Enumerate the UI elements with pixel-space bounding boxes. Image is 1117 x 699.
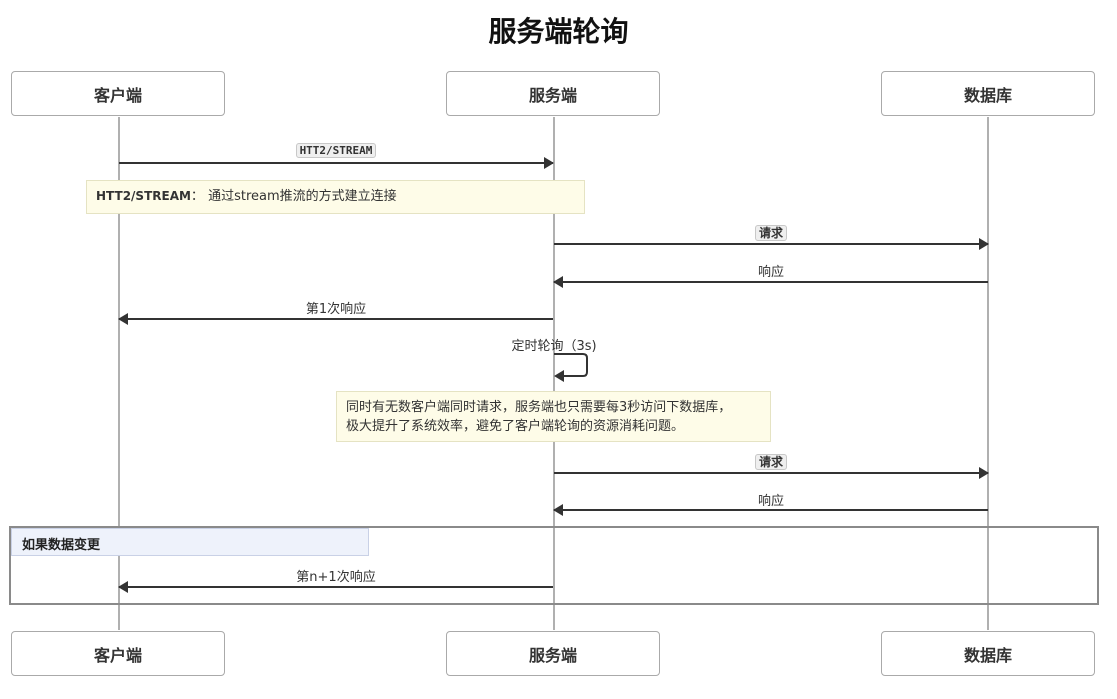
message-label-8: 第n+1次响应 (296, 570, 376, 585)
message-label-3: 响应 (757, 265, 784, 280)
condition-group-label: 如果数据变更 (11, 528, 369, 556)
note-efficiency-line-1: 同时有无数客户端同时请求，服务端也只需要每3秒访问下数据库， (346, 400, 732, 415)
actor-database-top: 数据库 (881, 71, 1095, 116)
condition-group-frame (9, 526, 1099, 605)
message-label-2: 请求 (554, 224, 988, 241)
note-separator: ： (190, 189, 204, 204)
actor-server-label: 服务端 (528, 85, 577, 105)
actor-database-bottom: 数据库 (881, 631, 1095, 676)
note-http2-stream: HTT2/STREAM： 通过stream推流的方式建立连接 (86, 180, 585, 214)
message-label-7: 响应 (757, 494, 784, 509)
database-lifeline (987, 117, 989, 630)
actor-database-label: 数据库 (963, 645, 1012, 665)
actor-server-label: 服务端 (528, 645, 577, 665)
message-tag-6: 请求 (754, 454, 787, 470)
actor-database-label: 数据库 (963, 85, 1012, 105)
note-efficiency: 同时有无数客户端同时请求，服务端也只需要每3秒访问下数据库， 极大提升了系统效率… (336, 391, 771, 442)
message-label-5: 定时轮询（3s) (511, 339, 597, 354)
message-label-6: 请求 (554, 453, 988, 470)
message-tag-1: HTT2/STREAM (295, 143, 377, 158)
message-arrow-2 (554, 238, 989, 250)
note-efficiency-line-2: 极大提升了系统效率，避免了客户端轮询的资源消耗问题。 (346, 419, 685, 434)
actor-client-bottom: 客户端 (11, 631, 225, 676)
actor-client-top: 客户端 (11, 71, 225, 116)
message-tag-2: 请求 (754, 225, 787, 241)
message-arrow-7 (553, 504, 988, 516)
actor-server-top: 服务端 (446, 71, 660, 116)
actor-client-label: 客户端 (93, 85, 142, 105)
message-arrow-4 (118, 313, 553, 325)
server-lifeline (553, 117, 555, 630)
client-lifeline (118, 117, 120, 630)
message-label-1: HTT2/STREAM (119, 143, 553, 158)
message-label-4: 第1次响应 (305, 302, 367, 317)
diagram-title: 服务端轮询 (488, 15, 629, 48)
actor-client-label: 客户端 (93, 645, 142, 665)
message-arrow-1 (119, 157, 554, 169)
actor-server-bottom: 服务端 (446, 631, 660, 676)
note-key: HTT2/STREAM (96, 189, 191, 203)
self-loop-arrow (554, 353, 588, 382)
message-arrow-8 (118, 581, 553, 593)
message-arrow-6 (554, 467, 989, 479)
note-text: 通过stream推流的方式建立连接 (208, 189, 397, 204)
message-arrow-3 (553, 276, 988, 288)
